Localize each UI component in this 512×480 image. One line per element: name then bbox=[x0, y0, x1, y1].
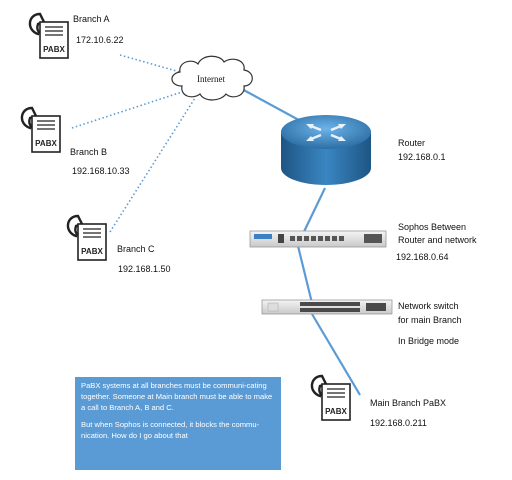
note-paragraph-2: But when Sophos is connected, it blocks … bbox=[81, 420, 260, 440]
pabx-label-b: PABX bbox=[35, 139, 57, 148]
branch-b-title: Branch B bbox=[70, 147, 108, 157]
switch-mode: In Bridge mode bbox=[398, 336, 460, 346]
main-branch-ip: 192.168.0.211 bbox=[370, 418, 427, 428]
sophos-title-line1: Sophos Between bbox=[398, 222, 467, 232]
branch-c-ip: 192.168.1.50 bbox=[118, 264, 171, 274]
branch-a-title: Branch A bbox=[73, 14, 110, 24]
phone-icon-branch-b bbox=[20, 106, 61, 153]
phone-icon-branch-a bbox=[28, 12, 69, 59]
phone-icon-branch-c bbox=[66, 214, 107, 261]
sophos-ip: 192.168.0.64 bbox=[396, 252, 449, 262]
link-internet-router bbox=[239, 87, 309, 126]
pabx-label-main: PABX bbox=[325, 407, 347, 416]
link-branch-a bbox=[119, 54, 181, 73]
router-icon bbox=[281, 115, 371, 185]
router-ip: 192.168.0.1 bbox=[398, 152, 446, 162]
branch-a-ip: 172.10.6.22 bbox=[76, 35, 124, 45]
router-title: Router bbox=[398, 138, 426, 148]
branch-c-title: Branch C bbox=[117, 244, 155, 254]
main-branch-title: Main Branch PaBX bbox=[370, 398, 447, 408]
note-paragraph-1: PaBX systems at all branches must be com… bbox=[81, 381, 273, 412]
switch-title-line2: for main Branch bbox=[398, 315, 462, 325]
pabx-label-c: PABX bbox=[81, 247, 103, 256]
sophos-appliance-icon bbox=[249, 230, 387, 248]
switch-title-line1: Network switch bbox=[398, 301, 459, 311]
link-sophos-switch bbox=[296, 245, 314, 304]
link-branch-b bbox=[71, 91, 183, 129]
link-branch-c bbox=[109, 97, 196, 233]
pabx-label-a: PABX bbox=[43, 45, 65, 54]
question-note-box: PaBX systems at all branches must be com… bbox=[75, 377, 281, 470]
internet-cloud bbox=[171, 55, 253, 101]
network-switch-icon bbox=[261, 299, 393, 315]
link-switch-main bbox=[311, 313, 361, 396]
internet-label: Internet bbox=[197, 74, 225, 84]
branch-b-ip: 192.168.10.33 bbox=[72, 166, 130, 176]
branch-links bbox=[71, 54, 196, 233]
phone-icon-main-branch bbox=[310, 374, 351, 421]
sophos-title-line2: Router and network bbox=[398, 235, 477, 245]
